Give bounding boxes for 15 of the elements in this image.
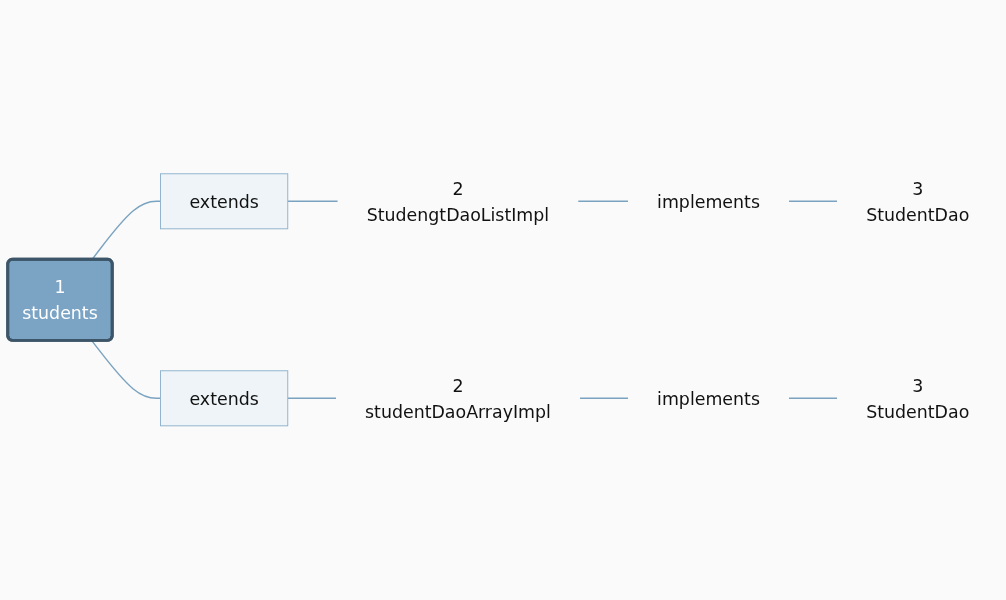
connector (579, 397, 629, 400)
connector (788, 397, 838, 400)
connector (91, 340, 162, 400)
connector (287, 200, 339, 203)
node-box (160, 370, 289, 427)
node-text: 2 StudengtDaoListImpl (366, 178, 550, 225)
connector (788, 200, 838, 203)
connector (287, 397, 337, 400)
node-text: 3 StudentDao (866, 375, 970, 422)
node-box (160, 173, 289, 230)
node-text: 2 studentDaoArrayImpl (365, 375, 551, 422)
node-text: 3 StudentDao (866, 178, 970, 225)
connector (577, 200, 629, 203)
node-text: implements (657, 191, 760, 212)
node-text: implements (657, 388, 760, 409)
